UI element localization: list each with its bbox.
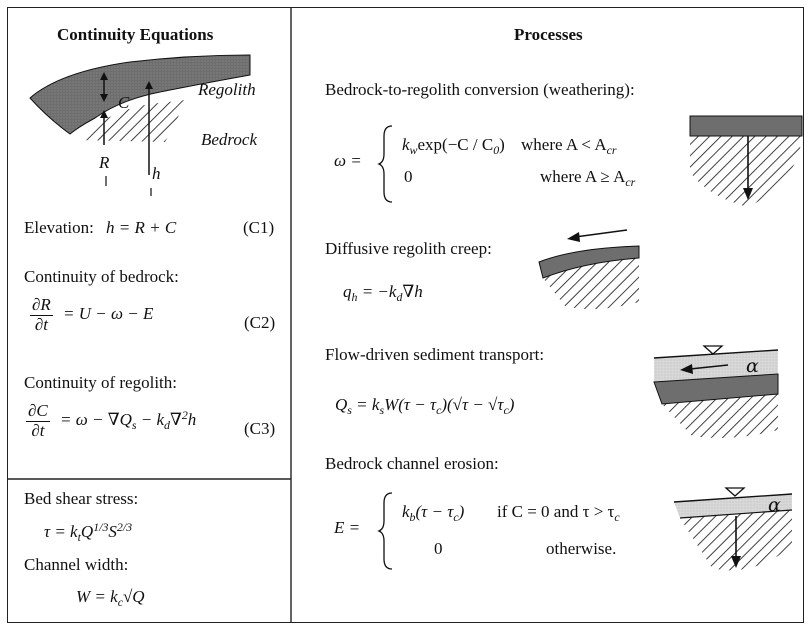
- erosion-lhs: E =: [334, 518, 361, 537]
- weathering-case2-val: 0: [404, 167, 413, 186]
- width-equation: W = kc√Q: [76, 588, 145, 609]
- tr-a-sub: s: [347, 403, 352, 418]
- regolith-denominator: ∂t: [31, 420, 45, 440]
- width-title: Channel width:: [24, 555, 129, 574]
- creep-b: = −k: [357, 282, 397, 301]
- h-label: h: [152, 164, 161, 183]
- shear-eq-c: S: [108, 521, 117, 541]
- w-c1-a-sub: w: [409, 143, 418, 158]
- regolith-numerator: ∂C: [26, 401, 50, 422]
- regolith-rhs4: h: [187, 409, 197, 429]
- creep-equation: qh = −kd∇h: [343, 283, 423, 304]
- regolith-rhs3-sup: 2: [181, 407, 188, 422]
- c-label: C: [118, 93, 130, 112]
- continuity-heading: Continuity Equations: [57, 25, 214, 44]
- erosion-alpha: α: [768, 494, 781, 516]
- weathering-brace: [377, 125, 393, 203]
- creep-icon: [538, 229, 640, 310]
- erosion-case2-val: 0: [434, 539, 443, 558]
- shear-eq-a: τ = k: [44, 521, 78, 541]
- regolith-rhs3: ∇: [169, 409, 182, 429]
- w-c1-b: exp(−C / C: [417, 135, 494, 154]
- width-eq-b: √Q: [122, 587, 145, 606]
- erosion-brace: [377, 492, 393, 570]
- e-c1-cond: if C = 0 and τ > τ: [497, 502, 615, 521]
- regolith-tag: (C3): [244, 419, 276, 438]
- erosion-title: Bedrock channel erosion:: [325, 454, 499, 473]
- elevation-tag: (C1): [243, 218, 275, 237]
- transport-title: Flow-driven sediment transport:: [325, 345, 545, 364]
- weathering-cond2: where A ≥ Acr: [540, 168, 635, 189]
- e-c1-a-sub: b: [409, 510, 416, 525]
- tr-d: )(√τ − √τ: [441, 395, 504, 414]
- creep-a-sub: h: [351, 290, 358, 305]
- weathering-case1: kwexp(−C / C0): [402, 136, 505, 157]
- processes-heading: Processes: [514, 25, 583, 44]
- bedrock-tag: (C2): [244, 313, 276, 332]
- elevation-equation: h = R + C: [106, 218, 177, 237]
- regolith-rhs2-sub: d: [164, 417, 170, 432]
- shear-equation: τ = ktQ1/3S2/3: [44, 520, 133, 545]
- regolith-label: Regolith: [198, 80, 256, 99]
- e-c1-b-sub: c: [453, 510, 459, 525]
- transport-equation: Qs = ksW(τ − τc)(√τ − √τc): [335, 396, 514, 417]
- regolith-title: Continuity of regolith:: [24, 373, 177, 392]
- elevation-prefix: Elevation:: [24, 218, 94, 237]
- bedrock-rhs: = U − ω − E: [63, 303, 154, 323]
- width-eq-a: W = k: [76, 587, 118, 606]
- shear-eq-b: Q: [80, 521, 94, 541]
- tr-c-sub: c: [436, 403, 442, 418]
- bedrock-equation: ∂R∂t = U − ω − E: [30, 296, 153, 334]
- shear-eq-b-sup: 1/3: [93, 520, 109, 534]
- creep-title: Diffusive regolith creep:: [325, 239, 492, 258]
- shear-eq-c-sup: 2/3: [116, 520, 133, 534]
- w-c1-c: ): [499, 135, 505, 154]
- tr-d-sub: c: [503, 403, 509, 418]
- e-c1-c: ): [458, 502, 465, 521]
- w-c2-cond: where A ≥ A: [540, 167, 626, 186]
- w-c1-a: k: [402, 135, 410, 154]
- regolith-rhs-sub: s: [131, 417, 137, 432]
- transport-alpha: α: [746, 355, 759, 377]
- creep-b-sub: d: [396, 290, 403, 305]
- figure-frame: [7, 7, 804, 623]
- creep-c: ∇h: [402, 282, 423, 301]
- w-c1-b-sub: 0: [493, 143, 500, 158]
- e-c1-cond-sub: c: [614, 510, 620, 525]
- w-c2-cond-sub: cr: [625, 175, 636, 190]
- transport-icon: α: [653, 345, 779, 438]
- regolith-rhs2: − k: [136, 409, 165, 429]
- erosion-case1: kb(τ − τc): [402, 503, 464, 524]
- weathering-cond1: where A < Acr: [521, 136, 617, 157]
- tr-b: = k: [351, 395, 380, 414]
- r-label: R: [99, 153, 110, 172]
- bedrock-denominator: ∂t: [34, 314, 48, 334]
- tr-a: Q: [335, 395, 348, 414]
- w-c1-cond: where A < A: [521, 135, 607, 154]
- regolith-equation: ∂C∂t = ω − ∇Qs − kd∇2h: [26, 402, 196, 440]
- regolith-bedrock-diagram: [29, 54, 251, 196]
- shear-eq-a-sub: t: [77, 530, 81, 545]
- regolith-rhs: = ω − ∇Q: [60, 409, 132, 429]
- bedrock-numerator: ∂R: [30, 295, 53, 316]
- weathering-title: Bedrock-to-regolith conversion (weatheri…: [325, 80, 635, 99]
- bedrock-title: Continuity of bedrock:: [24, 267, 179, 286]
- tr-e: ): [508, 395, 515, 414]
- e-c1-a: k: [402, 502, 410, 521]
- creep-a: q: [343, 282, 352, 301]
- erosion-cond2: otherwise.: [546, 539, 617, 558]
- tr-b-sub: s: [379, 403, 385, 418]
- bedrock-label: Bedrock: [201, 130, 258, 149]
- tr-c: W(τ − τ: [384, 395, 437, 414]
- erosion-cond1: if C = 0 and τ > τc: [497, 503, 620, 524]
- e-c1-b: (τ − τ: [415, 502, 454, 521]
- erosion-icon: α: [673, 487, 793, 571]
- w-c1-cond-sub: cr: [606, 143, 617, 158]
- shear-title: Bed shear stress:: [24, 489, 139, 508]
- weathering-icon: [689, 115, 803, 207]
- width-eq-a-sub: c: [117, 595, 123, 610]
- weathering-lhs: ω =: [334, 151, 362, 170]
